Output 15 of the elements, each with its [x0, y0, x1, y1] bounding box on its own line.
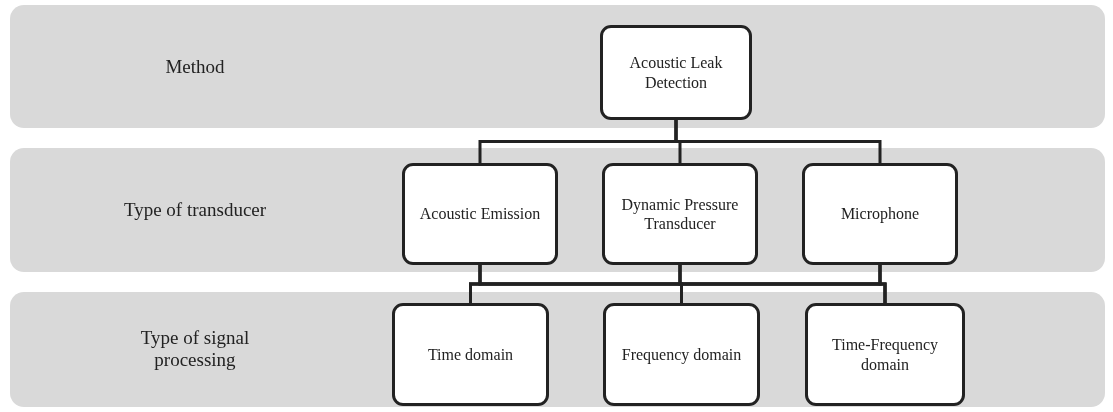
process-box: Time-Frequency domain: [805, 303, 965, 406]
row-label: Method: [164, 55, 226, 78]
process-box: Dynamic Pressure Transducer: [602, 163, 758, 265]
row-band: [10, 148, 1105, 272]
process-box: Acoustic Leak Detection: [600, 25, 752, 120]
process-box: Acoustic Emission: [402, 163, 558, 265]
connector-line: [878, 265, 887, 303]
connector-line: [674, 120, 882, 163]
row-band: [10, 292, 1105, 407]
row-label: Type of transducer: [122, 198, 268, 222]
process-box: Frequency domain: [603, 303, 760, 406]
process-box: Time domain: [392, 303, 549, 406]
row-label: Type of signal processing: [139, 326, 251, 373]
row-band: [10, 5, 1105, 128]
process-box: Microphone: [802, 163, 958, 265]
